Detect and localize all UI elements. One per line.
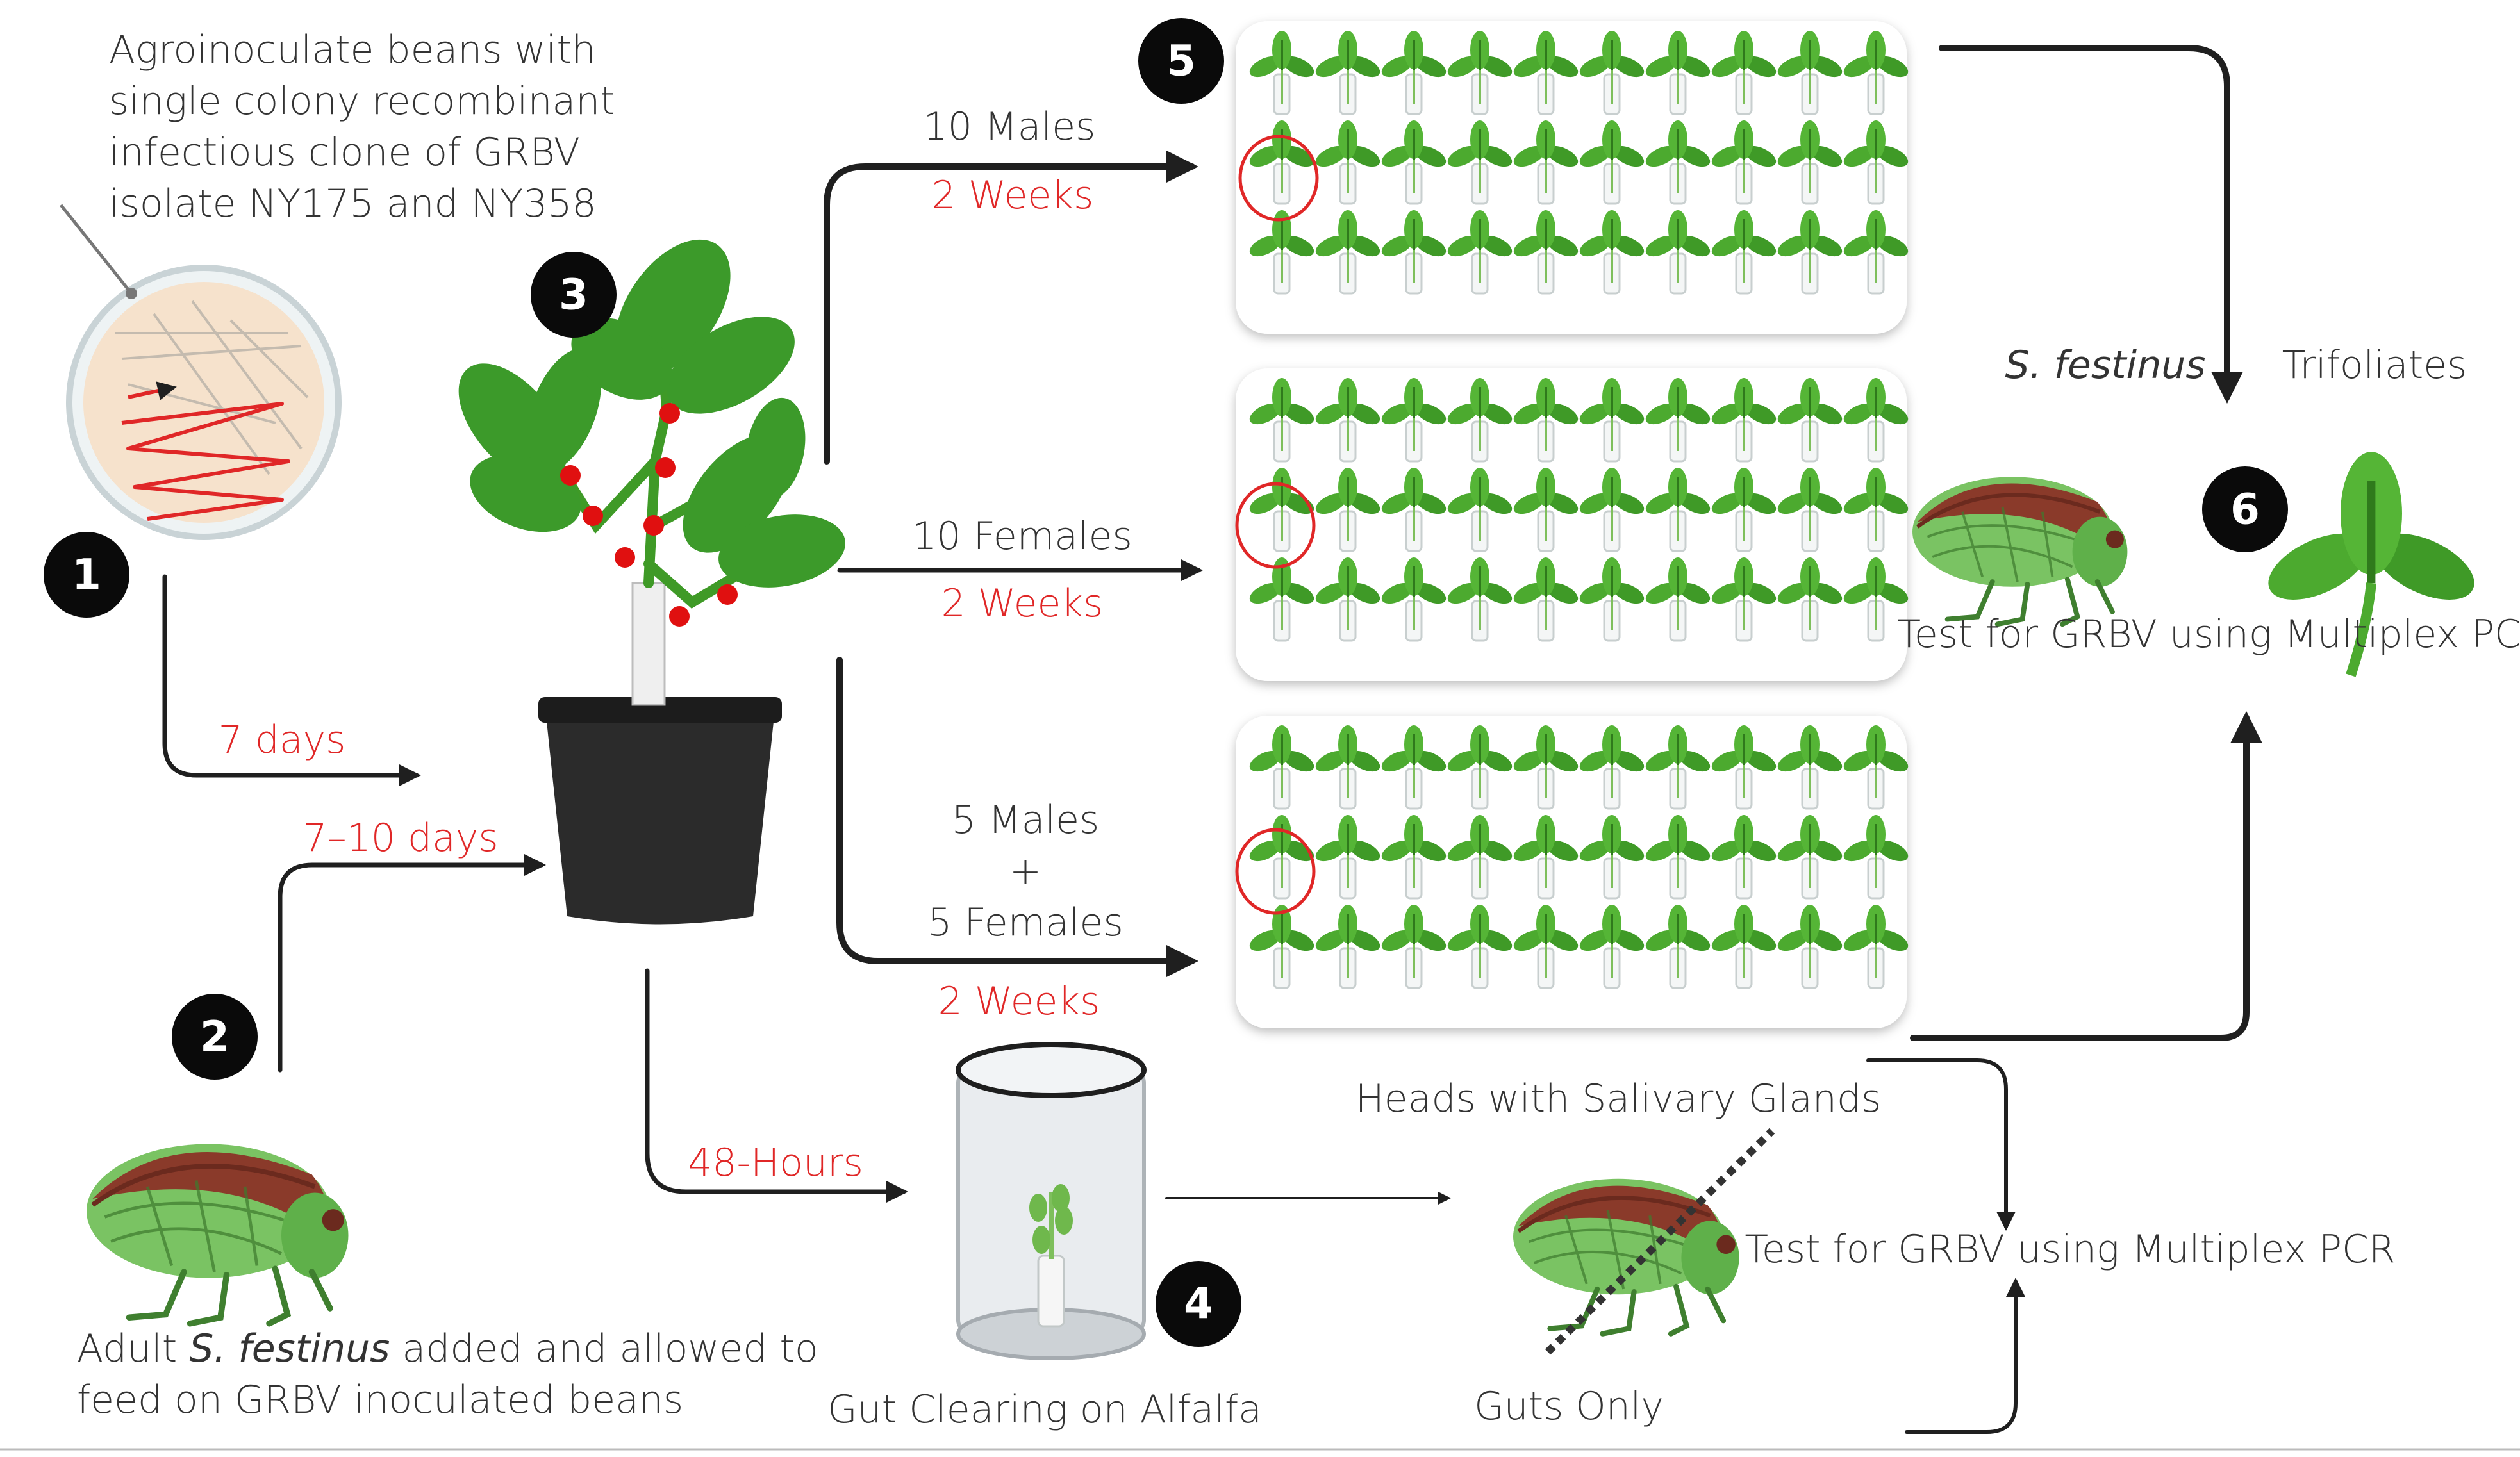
step-badge-1: 1 <box>44 532 129 618</box>
selected-vial-circle-3 <box>1235 828 1316 915</box>
agro-line-4: isolate NY175 and NY358 <box>109 181 597 226</box>
group-1-label: 10 Males <box>924 104 1096 149</box>
trifoliate-leaf <box>2259 452 2484 677</box>
alfalfa-cage <box>956 1042 1147 1360</box>
group-3-label-line-3: 5 Females <box>927 900 1123 945</box>
test-right-label: Test for GRBV using Multiplex PCR <box>1897 612 2520 657</box>
svg-text:2: 2 <box>200 1012 229 1062</box>
flow-arrows <box>162 45 2262 1434</box>
selected-vial-circle-2 <box>1235 482 1316 569</box>
arrow-plant-to-group3 <box>836 657 1198 977</box>
duration-7-10-days: 7–10 days <box>303 816 498 860</box>
inoculated-bean-plant <box>458 239 845 925</box>
svg-text:4: 4 <box>1184 1280 1213 1329</box>
trifoliates-label: Trifoliates <box>2282 343 2467 388</box>
svg-text:5: 5 <box>1166 37 1196 86</box>
callout-line <box>60 204 133 295</box>
arrow-group1-to-test <box>1939 45 2243 404</box>
agro-line-1: Agroinoculate beans with <box>109 28 596 72</box>
guts-only-label: Guts Only <box>1474 1384 1664 1429</box>
arrow-heads-to-test <box>1866 1058 2016 1231</box>
arrow-dish-to-plant <box>162 574 421 787</box>
adult-note: Adult S. festinus added and allowed to f… <box>77 1326 818 1422</box>
adult-line-2: feed on GRBV inoculated beans <box>77 1378 683 1422</box>
svg-text:1: 1 <box>72 550 101 600</box>
duration-7-days: 7 days <box>219 718 346 762</box>
heads-label: Heads with Salivary Glands <box>1355 1076 1882 1121</box>
svg-text:6: 6 <box>2230 485 2260 534</box>
svg-text:3: 3 <box>559 270 588 320</box>
step-badge-2: 2 <box>172 994 258 1080</box>
group-1-duration: 2 Weeks <box>932 173 1094 218</box>
leafhopper-test <box>1912 477 2127 624</box>
group-3-duration: 2 Weeks <box>938 979 1100 1024</box>
group-3-label-line-2: + <box>1009 849 1041 894</box>
arrow-insect-to-plant <box>278 853 546 1073</box>
group-2-label: 10 Females <box>912 514 1132 559</box>
group-3-label-line-1: 5 Males <box>952 798 1100 843</box>
agro-line-3: infectious clone of GRBV <box>109 130 580 175</box>
dissection-cut-line <box>1545 1128 1775 1355</box>
duration-48-hours: 48-Hours <box>688 1140 863 1185</box>
arrow-group3-to-test <box>1910 711 2262 1041</box>
selected-vial-circle-1 <box>1238 135 1319 222</box>
arrow-plant-to-cage <box>645 968 908 1203</box>
group-2-duration: 2 Weeks <box>941 581 1104 626</box>
step-badge-4: 4 <box>1156 1261 1241 1347</box>
test-bottom-label: Test for GRBV using Multiplex PCR <box>1745 1227 2395 1272</box>
agroinoculate-note: Agroinoculate beans with single colony r… <box>109 28 615 226</box>
arrow-guts-to-test <box>1905 1278 2025 1434</box>
arrow-plant-to-group1 <box>824 151 1198 465</box>
petri-dish <box>66 265 342 540</box>
species-label: S. festinus <box>2005 343 2205 388</box>
leafhopper-adult <box>87 1144 349 1324</box>
step-badge-6: 6 <box>2202 466 2288 552</box>
adult-line-1: Adult S. festinus added and allowed to <box>77 1326 818 1371</box>
agro-line-2: single colony recombinant <box>109 79 615 124</box>
gut-clearing-label: Gut Clearing on Alfalfa <box>827 1387 1262 1432</box>
step-badge-3: 3 <box>531 252 617 338</box>
step-badge-5: 5 <box>1138 18 1224 104</box>
